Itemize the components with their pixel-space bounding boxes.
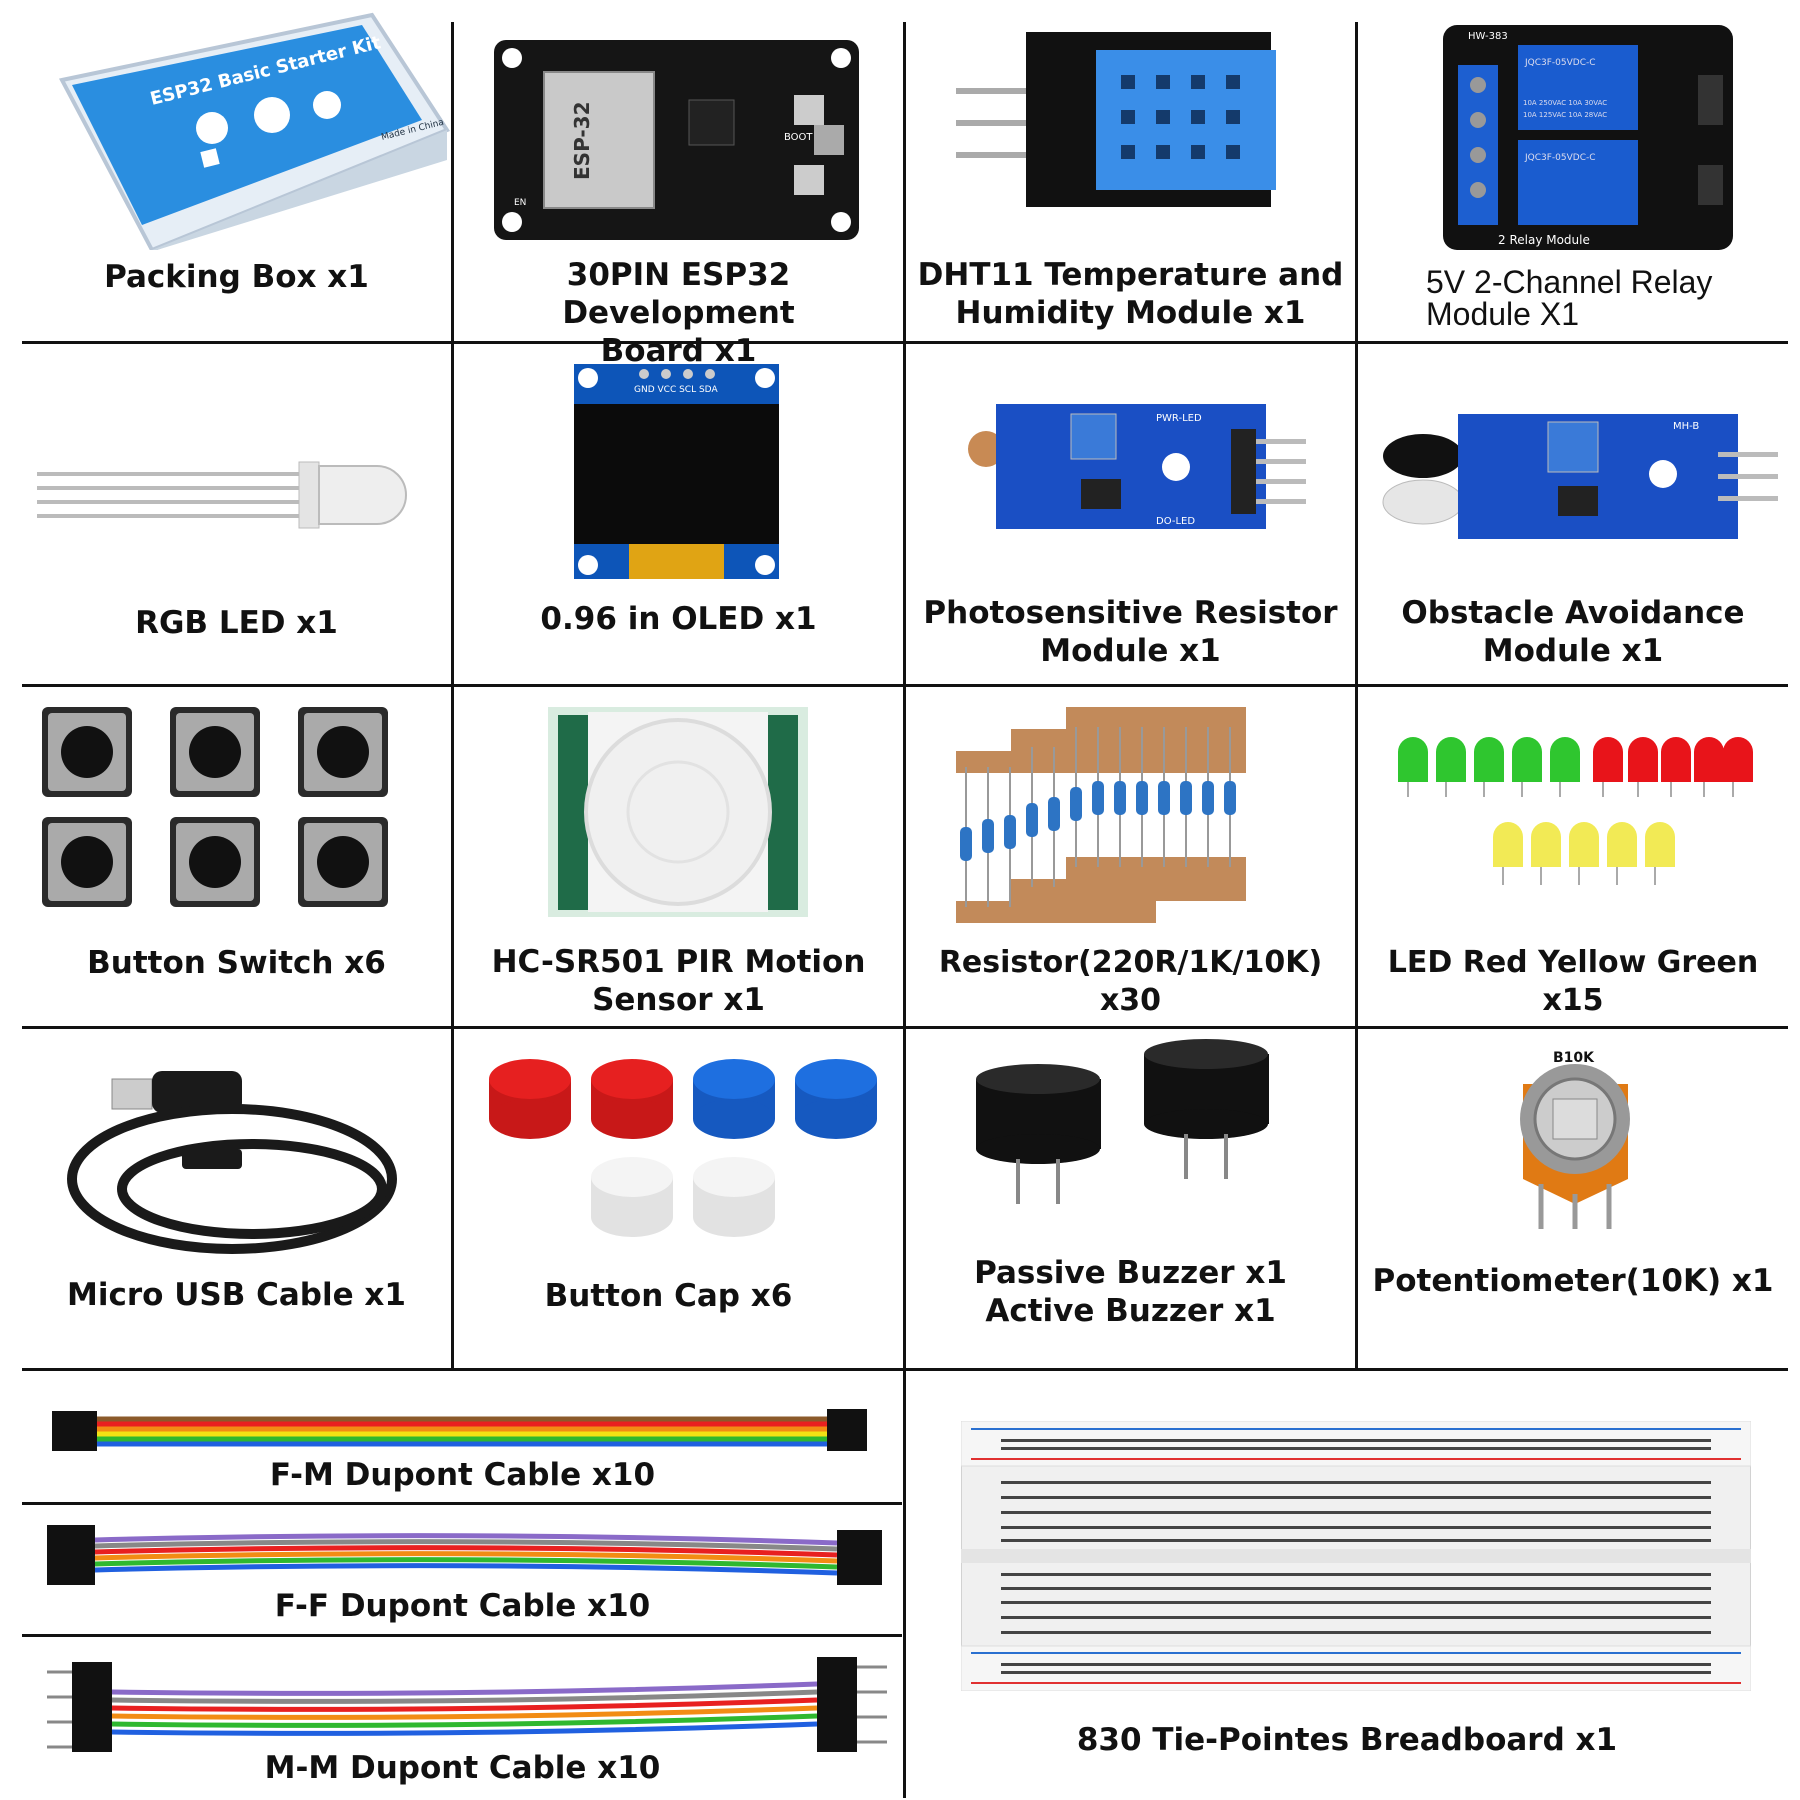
item-label: Packing Box x1 — [104, 259, 369, 295]
item-button-switch: Button Switch x6 — [22, 687, 451, 1026]
item-leds: LED Red Yellow Green x15 — [1358, 687, 1788, 1026]
item-button-caps: Button Cap x6 — [454, 1029, 903, 1368]
item-label: F-M Dupont Cable x10 — [269, 1457, 656, 1493]
button-switches-image — [42, 707, 388, 907]
ff-dupont-image — [47, 1525, 882, 1585]
do-led-text: DO-LED — [1156, 516, 1195, 527]
potentiometer-image: B10K — [1520, 1050, 1630, 1229]
item-oled: GND VCC SCL SDA 0.96 in OLED x1 — [454, 344, 903, 684]
item-label: 830 Tie-Pointes Breadboard x1 — [1076, 1722, 1618, 1758]
en-text: EN — [514, 198, 526, 208]
relay-model-1: JQC3F-05VDC-C — [1524, 58, 1596, 68]
item-obstacle-avoidance: MH-B Obstacle Avoidance Module x1 — [1358, 344, 1788, 684]
button-caps-image — [489, 1059, 877, 1237]
fm-dupont-image — [52, 1409, 867, 1451]
relay-module-image: JQC3F-05VDC-C 10A 250VAC 10A 30VAC 10A 1… — [1443, 25, 1733, 250]
packing-box-image: ESP32 Basic Starter Kit Made in China — [58, 12, 451, 250]
item-potentiometer: B10K Potentiometer(10K) x1 — [1358, 1029, 1788, 1368]
item-photoresistor: PWR-LED DO-LED Photosensitive Resistor M… — [906, 344, 1355, 684]
item-label: RGB LED x1 — [135, 605, 338, 641]
item-ff-dupont: F-F Dupont Cable x10 — [22, 1505, 903, 1634]
cable-divider-1 — [22, 1502, 902, 1505]
item-label: M-M Dupont Cable x10 — [264, 1750, 661, 1786]
col-divider-3 — [1355, 22, 1358, 1368]
item-relay-module: JQC3F-05VDC-C 10A 250VAC 10A 30VAC 10A 1… — [1358, 0, 1788, 341]
relay-board-title: 2 Relay Module — [1498, 233, 1590, 247]
item-label: HC-SR501 PIR Motion Sensor x1 — [491, 944, 866, 1018]
item-label: Obstacle Avoidance Module x1 — [1401, 595, 1745, 669]
cable-divider-2 — [22, 1634, 902, 1637]
item-label: DHT11 Temperature and Humidity Module x1 — [917, 257, 1344, 331]
esp32-board-image: ESP-32 BOOT EN — [494, 40, 859, 240]
obstacle-module-image: MH-B — [1382, 414, 1778, 539]
item-packing-box: ESP32 Basic Starter Kit Made in China Pa… — [22, 0, 451, 341]
item-usb-cable: Micro USB Cable x1 — [22, 1029, 451, 1368]
item-label: Micro USB Cable x1 — [66, 1277, 407, 1313]
chip-text: ESP-32 — [570, 101, 594, 180]
rgb-led-image — [37, 461, 407, 529]
item-pir-sensor: HC-SR501 PIR Motion Sensor x1 — [454, 687, 903, 1026]
pot-text: B10K — [1553, 1050, 1595, 1066]
oled-image: GND VCC SCL SDA — [574, 364, 779, 579]
mm-dupont-image — [47, 1657, 887, 1752]
usb-cable-image — [67, 1071, 397, 1254]
leds-image — [1398, 737, 1753, 885]
item-label: 5V 2-Channel Relay Module X1 — [1426, 264, 1713, 332]
relay-spec-1: 10A 250VAC 10A 30VAC — [1523, 99, 1607, 107]
item-label: Resistor(220R/1K/10K) x30 — [938, 945, 1323, 1018]
photoresistor-image: PWR-LED DO-LED — [968, 404, 1306, 529]
pir-sensor-image — [548, 707, 808, 917]
item-label: Potentiometer(10K) x1 — [1372, 1263, 1774, 1299]
relay-board-id: HW-383 — [1468, 31, 1508, 42]
item-label: Photosensitive Resistor Module x1 — [923, 595, 1338, 669]
relay-model-2: JQC3F-05VDC-C — [1524, 153, 1596, 163]
item-rgb-led: RGB LED x1 — [22, 344, 451, 684]
item-label: Passive Buzzer x1 Active Buzzer x1 — [974, 1255, 1287, 1329]
item-label: 30PIN ESP32 Development Board x1 — [562, 257, 795, 369]
item-label: Button Switch x6 — [87, 945, 386, 981]
item-buzzers: Passive Buzzer x1 Active Buzzer x1 — [906, 1029, 1355, 1368]
item-label: LED Red Yellow Green x15 — [1387, 945, 1759, 1018]
item-breadboard: 830 Tie-Pointes Breadboard x1 — [906, 1371, 1788, 1798]
oled-pins: GND VCC SCL SDA — [634, 385, 718, 395]
boot-text: BOOT — [784, 132, 813, 143]
item-mm-dupont: M-M Dupont Cable x10 — [22, 1637, 903, 1798]
item-label: 0.96 in OLED x1 — [540, 601, 817, 637]
breadboard-image — [961, 1421, 1751, 1691]
relay-spec-2: 10A 125VAC 10A 28VAC — [1523, 111, 1607, 119]
buzzers-image — [976, 1039, 1269, 1204]
mh-b-text: MH-B — [1673, 421, 1699, 432]
item-dht11-module: DHT11 Temperature and Humidity Module x1 — [906, 0, 1355, 341]
item-label: F-F Dupont Cable x10 — [274, 1588, 651, 1624]
col-divider-2 — [903, 22, 906, 1798]
item-esp32-board: ESP-32 BOOT EN 30PIN ESP32 Development B… — [454, 0, 903, 369]
resistors-image — [956, 707, 1246, 923]
dht11-image — [956, 32, 1276, 207]
item-resistors: Resistor(220R/1K/10K) x30 — [906, 687, 1355, 1026]
item-label: Button Cap x6 — [544, 1278, 793, 1314]
item-fm-dupont: F-M Dupont Cable x10 — [22, 1371, 903, 1502]
col-divider-1 — [451, 22, 454, 1368]
pwr-led-text: PWR-LED — [1156, 413, 1202, 424]
